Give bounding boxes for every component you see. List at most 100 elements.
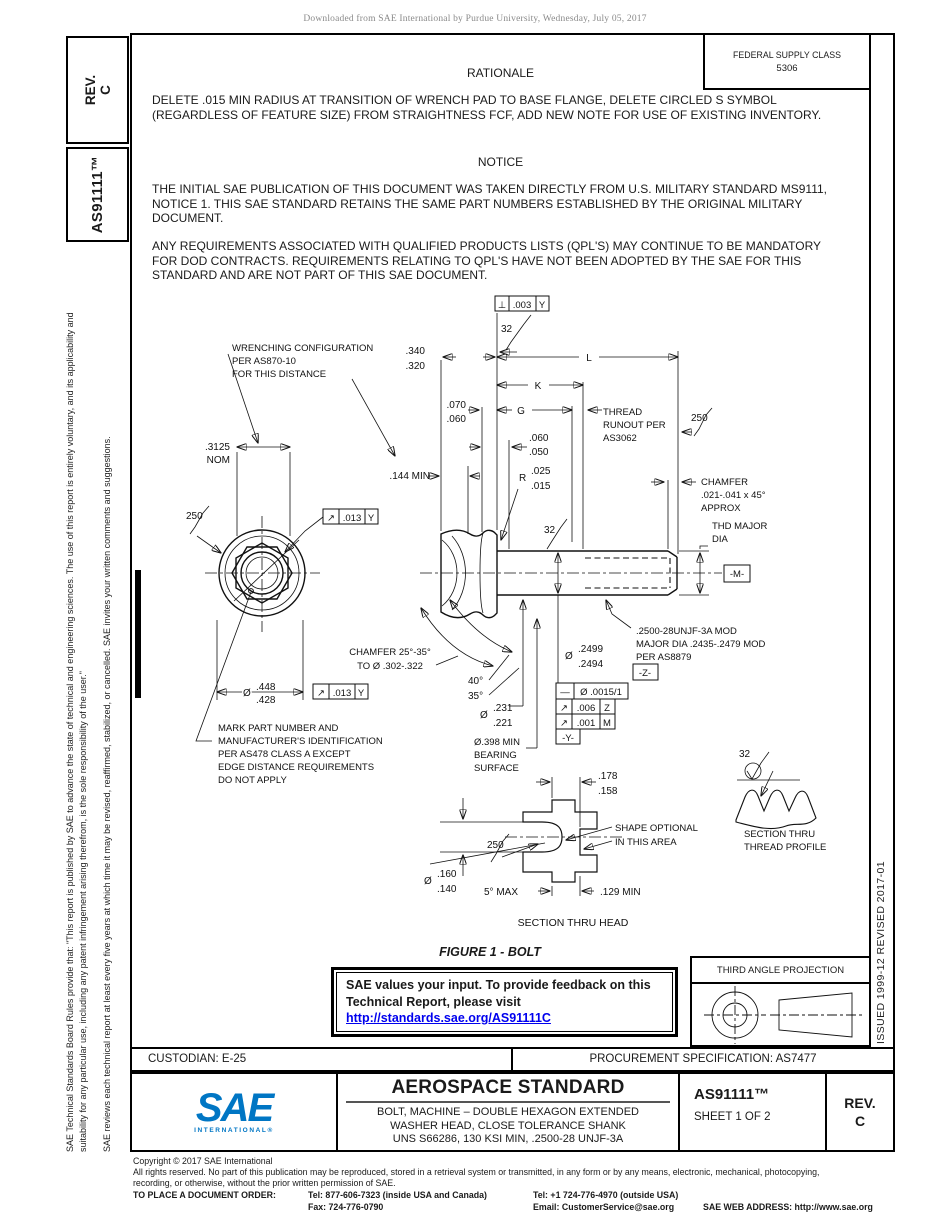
- chamfer-head-note: CHAMFER 25°-35°: [349, 647, 431, 658]
- issued-revised-vertical: ISSUED 1999-12 REVISED 2017-01: [875, 860, 887, 1044]
- dim-G: G: [517, 406, 525, 417]
- procurement-cell: PROCUREMENT SPECIFICATION: AS7477: [589, 1053, 817, 1065]
- revision-change-bar: [135, 570, 141, 698]
- svg-text:MAJOR DIA .2435-.2479 MOD: MAJOR DIA .2435-.2479 MOD: [636, 639, 765, 650]
- dim-5max: 5° MAX: [484, 887, 518, 898]
- copyright-line: Copyright © 2017 SAE International: [133, 1156, 273, 1166]
- fcf-runout-lower: ↗ .013 Y: [312, 683, 369, 700]
- download-watermark: Downloaded from SAE International by Pur…: [303, 14, 647, 24]
- dim-R: R: [519, 473, 526, 484]
- svg-text:↗: ↗: [327, 513, 335, 524]
- svg-text:.221: .221: [493, 718, 513, 729]
- notice-title: NOTICE: [477, 155, 524, 169]
- svg-text:Y: Y: [539, 300, 546, 311]
- doc-number-vertical: AS91111™: [89, 155, 106, 234]
- svg-text:.025: .025: [531, 466, 551, 477]
- rationale-title: RATIONALE: [466, 66, 535, 80]
- standard-title-cell: AEROSPACE STANDARD BOLT, MACHINE – DOUBL…: [338, 1074, 680, 1150]
- svg-text:MANUFACTURER'S IDENTIFICATION: MANUFACTURER'S IDENTIFICATION: [218, 736, 383, 747]
- section-head-caption: SECTION THRU HEAD: [518, 917, 629, 929]
- dim-2499: Ø: [565, 651, 573, 662]
- rights-line-2: recording, or otherwise, without the pri…: [133, 1178, 396, 1188]
- fsc-label: FEDERAL SUPPLY CLASS: [733, 49, 841, 60]
- finish-250-thread: 250: [691, 413, 708, 424]
- svg-text:Y: Y: [368, 513, 375, 524]
- svg-text:35°: 35°: [468, 691, 483, 702]
- finish-32-top: 32: [501, 324, 513, 335]
- standard-subtitle-1: BOLT, MACHINE – DOUBLE HEXAGON EXTENDED: [376, 1106, 640, 1118]
- svg-text:-M-: -M-: [730, 569, 744, 580]
- svg-text:DIA: DIA: [712, 534, 729, 545]
- svg-text:Y: Y: [358, 688, 365, 699]
- svg-text:APPROX: APPROX: [701, 503, 741, 514]
- svg-text:Ø .0015/1: Ø .0015/1: [580, 687, 622, 698]
- svg-text:.158: .158: [598, 786, 618, 797]
- finish-32-shank: 32: [544, 525, 556, 536]
- svg-text:↗: ↗: [560, 703, 568, 714]
- rev-cell-label: REV.: [844, 1095, 876, 1111]
- svg-text:-Z-: -Z-: [639, 668, 651, 679]
- svg-text:.140: .140: [437, 884, 457, 895]
- svg-text:⊥: ⊥: [498, 300, 506, 311]
- svg-text:RUNOUT PER: RUNOUT PER: [603, 420, 666, 431]
- svg-text:.2499: .2499: [578, 644, 603, 655]
- dim-178: .178: [598, 771, 618, 782]
- wrench-note: WRENCHING CONFIGURATION: [232, 343, 373, 354]
- custodian-row: CUSTODIAN: E-25 PROCUREMENT SPECIFICATIO…: [130, 1047, 895, 1072]
- finish-250-section: 250: [487, 840, 504, 851]
- projection-title: THIRD ANGLE PROJECTION: [692, 958, 869, 984]
- order-tel-2: Tel: +1 724-776-4970 (outside USA): [533, 1190, 679, 1200]
- svg-text:IN THIS AREA: IN THIS AREA: [615, 837, 677, 848]
- svg-text:BEARING: BEARING: [474, 750, 517, 761]
- thd-major-note: THD MAJOR: [712, 521, 768, 532]
- datum-z: -Z-: [632, 663, 659, 681]
- svg-text:Z: Z: [604, 703, 610, 714]
- dim-40-35: 40°: [468, 676, 483, 687]
- bearing-note: Ø.398 MIN: [474, 737, 520, 748]
- svg-text:PER AS478 CLASS A EXCEPT: PER AS478 CLASS A EXCEPT: [218, 749, 351, 760]
- dim-340: .340: [406, 346, 426, 357]
- dim-070: .070: [447, 400, 467, 411]
- rev-letter: C: [97, 85, 113, 95]
- dim-L: L: [586, 353, 592, 364]
- svg-text:.003: .003: [513, 300, 532, 311]
- order-web: SAE WEB ADDRESS: http://www.sae.org: [703, 1202, 873, 1212]
- svg-text:.013: .013: [333, 688, 352, 699]
- svg-text:THREAD PROFILE: THREAD PROFILE: [744, 842, 826, 853]
- dim-129: .129 MIN: [600, 887, 641, 898]
- svg-text:.013: .013: [343, 513, 362, 524]
- doc-number-box: [66, 147, 129, 242]
- svg-text:DO NOT APPLY: DO NOT APPLY: [218, 775, 287, 786]
- rev-box-text: REV. C: [68, 38, 127, 142]
- svg-text:↗: ↗: [317, 688, 325, 699]
- svg-text:TO Ø .302-.322: TO Ø .302-.322: [357, 661, 423, 672]
- dim-231: Ø: [480, 710, 488, 721]
- svg-text:.015: .015: [531, 481, 551, 492]
- mark-note: MARK PART NUMBER AND: [218, 723, 338, 734]
- projection-symbol: [704, 986, 862, 1044]
- datum-m: -M-: [723, 564, 751, 583]
- svg-text:.006: .006: [577, 703, 596, 714]
- svg-text:SURFACE: SURFACE: [474, 763, 519, 774]
- dim-K: K: [535, 381, 542, 392]
- figure-1-bolt-drawing: WRENCHING CONFIGURATION PER AS870-10 FOR…: [186, 295, 826, 929]
- svg-text:.320: .320: [406, 361, 426, 372]
- doc-number-cell: AS91111™ SHEET 1 OF 2: [680, 1074, 827, 1150]
- sae-logo-subtitle: INTERNATIONAL®: [194, 1126, 274, 1134]
- chamfer-note: CHAMFER: [701, 477, 748, 488]
- doc-number: AS91111™: [694, 1086, 770, 1103]
- shape-note: SHAPE OPTIONAL: [615, 823, 698, 834]
- section-thru-head: Ø .160 .140 250 5° MAX .178 .158 .129 MI…: [424, 771, 698, 929]
- feedback-link[interactable]: http://standards.sae.org/AS91111C: [346, 1011, 551, 1025]
- feedback-line1: SAE values your input. To provide feedba…: [346, 978, 651, 992]
- thread-callout: .2500-28UNJF-3A MOD: [636, 626, 737, 637]
- sae-logo-word: SAE: [195, 1085, 274, 1130]
- front-view: [205, 516, 320, 632]
- fsc-value: 5306: [776, 62, 798, 74]
- svg-text:.2494: .2494: [578, 659, 603, 670]
- sidebar-disclaimer-1: SAE Technical Standards Board Rules prov…: [65, 312, 88, 1152]
- rationale-body: DELETE .015 MIN RADIUS AT TRANSITION OF …: [152, 93, 822, 122]
- rev-cell-letter: C: [854, 1113, 866, 1129]
- finish-250: 250: [186, 511, 203, 522]
- figure-caption: FIGURE 1 - BOLT: [439, 945, 541, 959]
